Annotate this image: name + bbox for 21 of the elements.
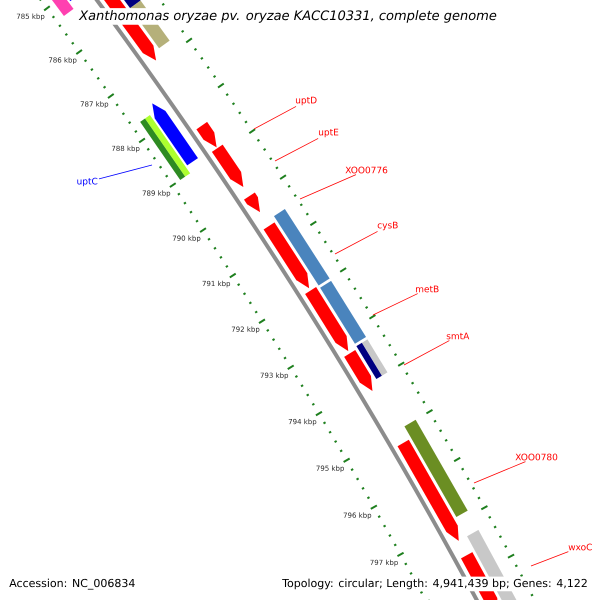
footer-text: Accession: NC_006834 [9,578,135,590]
leader-line [404,340,450,366]
leader-line [98,164,152,180]
gene-label: XOO0776 [345,166,388,174]
leader-line [274,138,319,162]
leader-line [530,551,569,566]
gene-label: XOO0780 [515,454,558,460]
gene-label: smtA [446,332,470,340]
gene-label: cysB [378,222,398,230]
gene-label: uptC [77,178,98,186]
footer-text: Topology: circular; Length: 4,941,439 bp; Genes: 4,122 [280,576,590,592]
leader-line [334,231,378,254]
leader-line [474,461,526,484]
leader-line [300,174,356,200]
gene-label: wxoC [568,544,592,550]
leader-line [254,106,296,130]
gene-label: metB [416,286,439,292]
gene-label: uptE [318,128,338,138]
leader-line [372,293,418,316]
title: Xanthomonas oryzae pv. oryzae KACC10331, complete genome [77,8,499,25]
gene-label: uptD [296,96,317,106]
